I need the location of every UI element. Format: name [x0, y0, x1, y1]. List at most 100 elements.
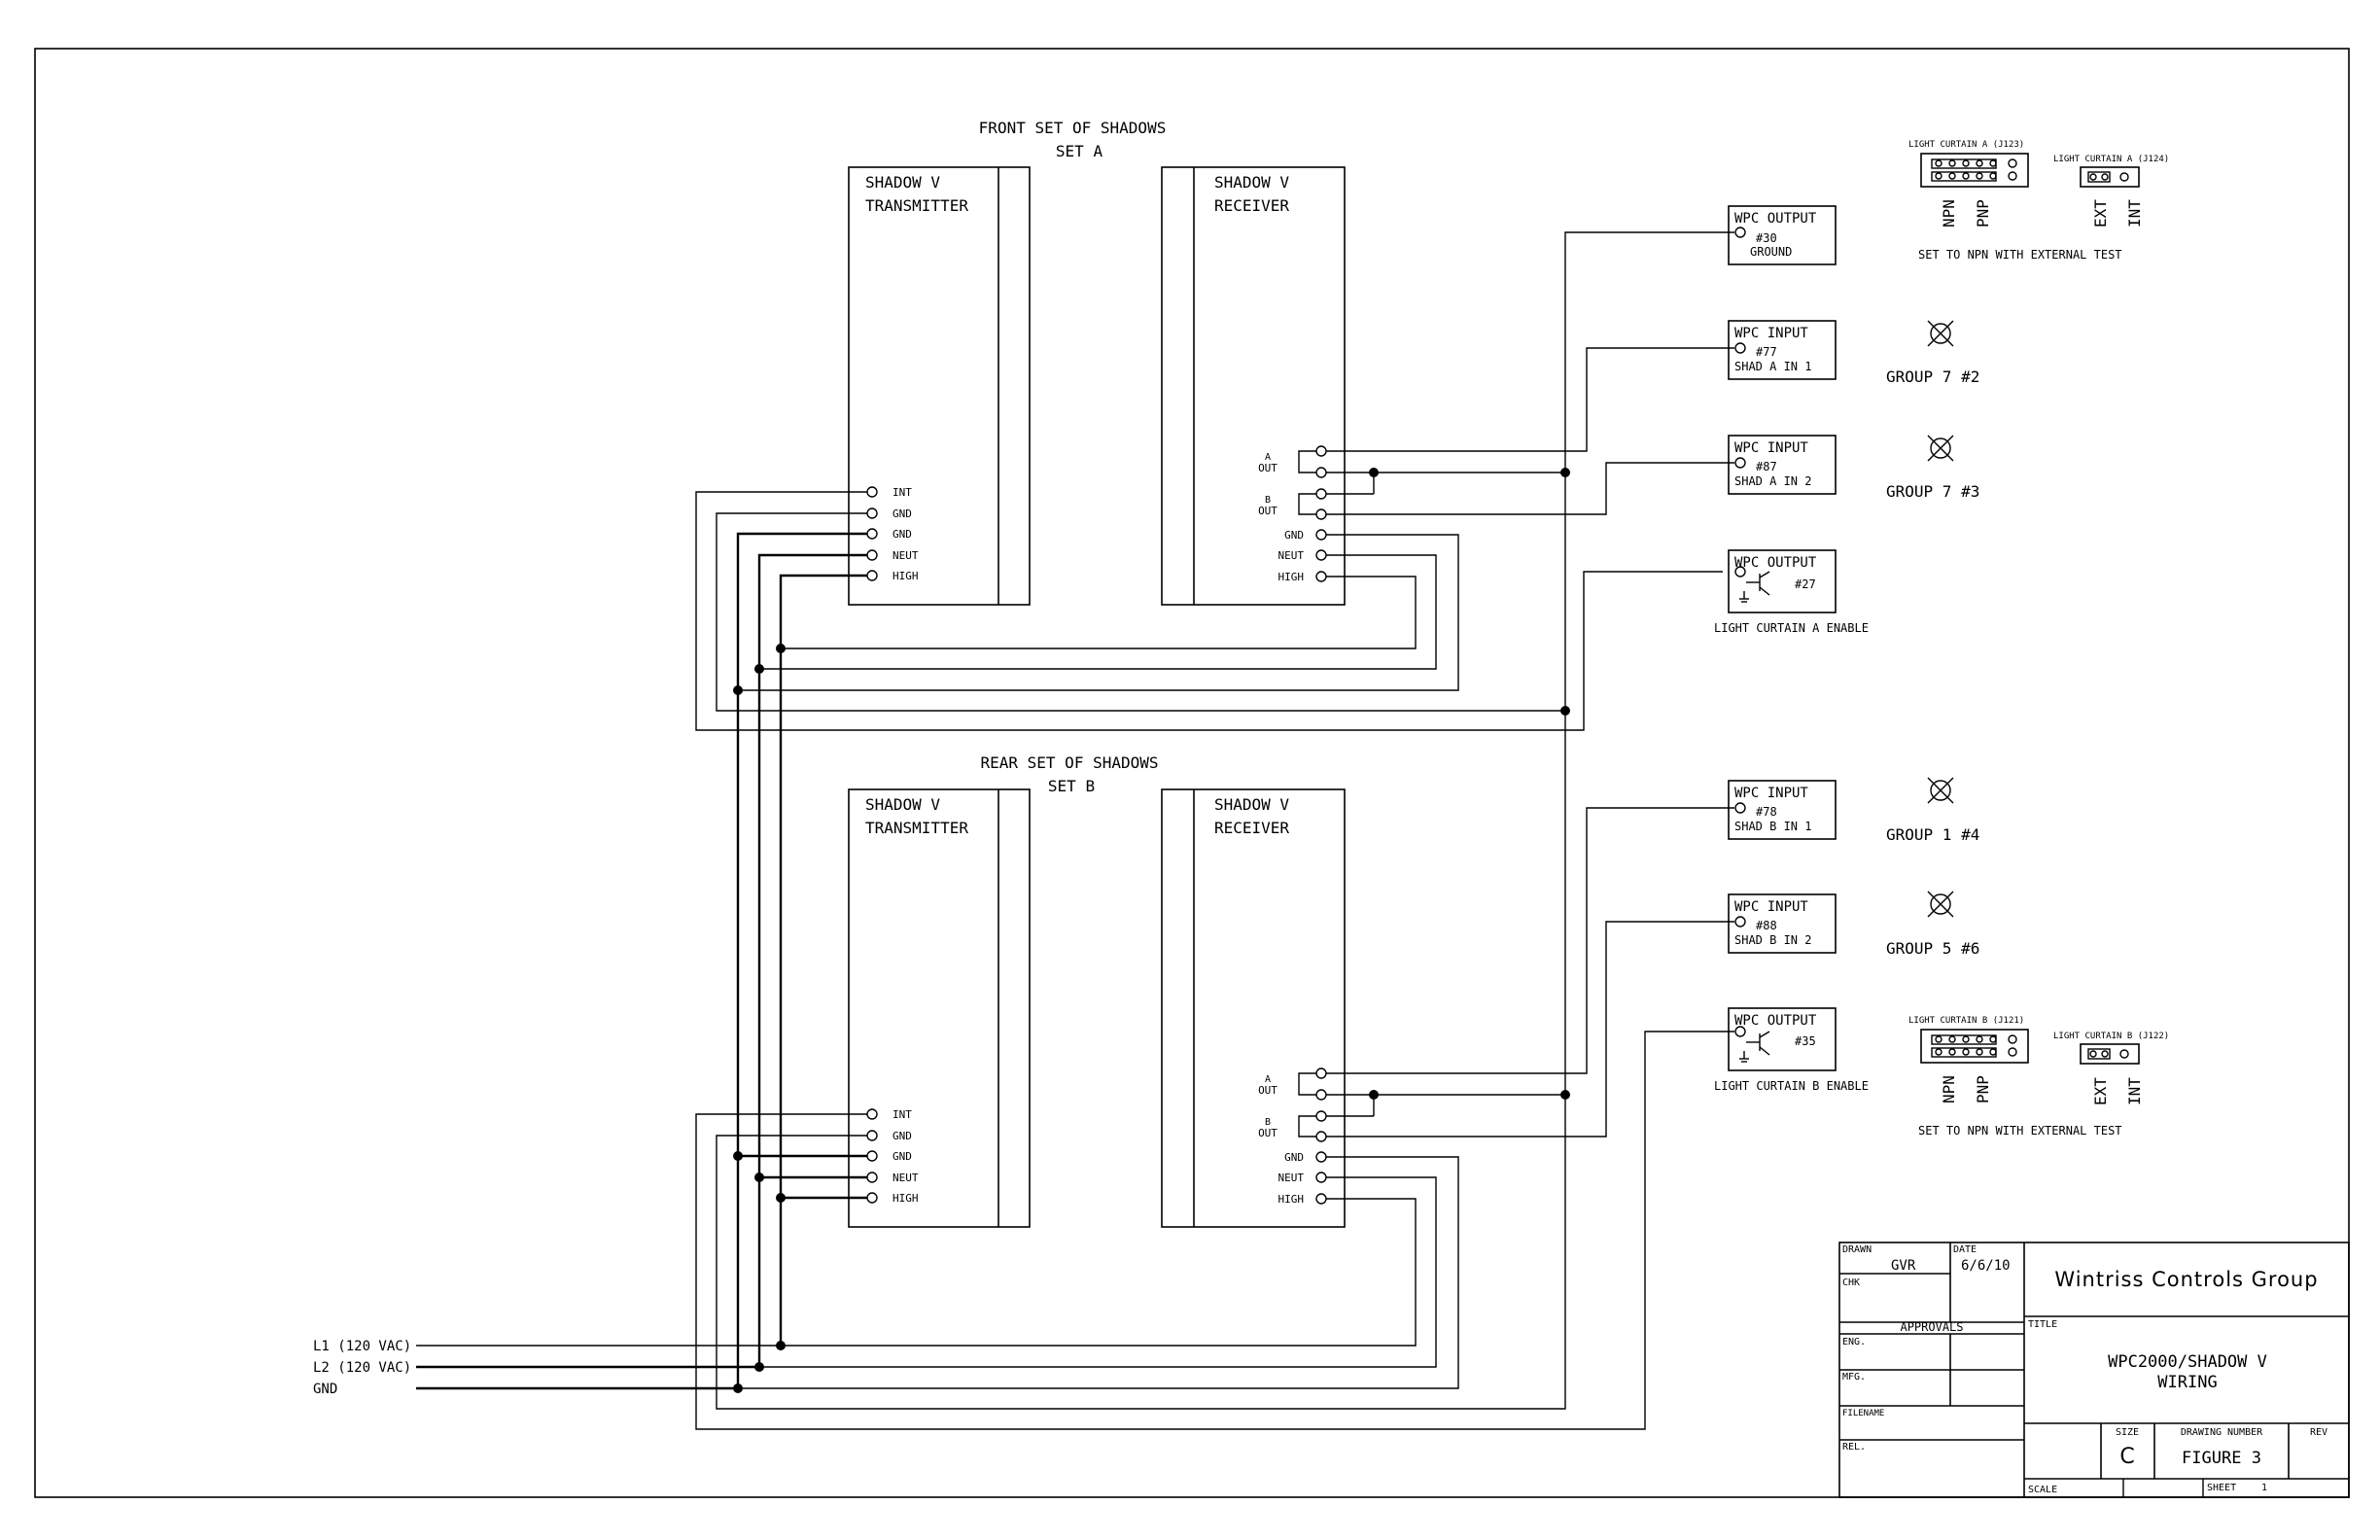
filename-label: FILENAME	[1842, 1409, 1884, 1418]
wpc-box-sub: SHAD B IN 2	[1734, 933, 1811, 947]
drawing-number-label: DRAWING NUMBER	[2181, 1427, 2263, 1438]
terminal-label-int: INT	[892, 1108, 912, 1121]
lamp-group-5-6: GROUP 5 #6	[1886, 891, 1979, 958]
junction-icon	[733, 1383, 743, 1393]
l1-label: L1 (120 VAC)	[313, 1339, 411, 1354]
int-label: INT	[2125, 1077, 2144, 1105]
sheet-label: SHEET	[2207, 1483, 2236, 1493]
a-out-label: A	[1265, 1074, 1271, 1085]
set-a-transmitter: SHADOW V TRANSMITTER INT GND GND NEUT HI…	[848, 166, 1031, 606]
approvals-label: APPROVALS	[1900, 1320, 1963, 1334]
terminal-icon	[1315, 488, 1327, 500]
wpc-input-77: WPC INPUT #77 SHAD A IN 1	[1728, 320, 1837, 380]
terminal-label-high: HIGH	[892, 570, 919, 582]
set-b-subtitle: SET B	[1048, 777, 1095, 795]
drawing-title-line1: WPC2000/SHADOW V	[2108, 1352, 2267, 1372]
wpc-box-number: #87	[1756, 460, 1777, 473]
light-curtain-a-enable-caption: LIGHT CURTAIN A ENABLE	[1714, 621, 1869, 635]
wpc-input-88: WPC INPUT #88 SHAD B IN 2	[1728, 893, 1837, 954]
set-b: REAR SET OF SHADOWS SET B SHADOW V TRANS…	[848, 753, 1346, 1228]
b-out-label: OUT	[1258, 1127, 1278, 1139]
terminal-icon	[866, 1150, 878, 1162]
date-label: DATE	[1953, 1244, 1977, 1255]
junction-icon	[754, 1362, 764, 1372]
junction-icon	[733, 1151, 743, 1161]
lamp-icon	[1927, 777, 1954, 804]
set-a: FRONT SET OF SHADOWS SET A SHADOW V TRAN…	[848, 119, 1346, 606]
lamp-group-7-3: GROUP 7 #3	[1886, 435, 1979, 501]
set-a-subtitle: SET A	[1056, 142, 1103, 160]
wpc-box-title: WPC INPUT	[1734, 786, 1808, 801]
rel-label: REL.	[1842, 1442, 1866, 1452]
set-b-transmitter-line1: SHADOW V	[865, 795, 940, 814]
lamp-label: GROUP 1 #4	[1886, 825, 1979, 844]
wpc-box-number: #88	[1756, 919, 1777, 932]
terminal-icon	[1734, 342, 1746, 354]
set-a-title: FRONT SET OF SHADOWS	[979, 119, 1167, 137]
wpc-box-number: #30	[1756, 231, 1777, 245]
junction-icon	[1369, 468, 1379, 477]
terminal-icon	[866, 528, 878, 540]
terminal-icon	[866, 1108, 878, 1120]
wpc-box-title: WPC INPUT	[1734, 440, 1808, 456]
drawing-number-value: FIGURE 3	[2182, 1449, 2261, 1468]
set-b-receiver-line1: SHADOW V	[1214, 795, 1289, 814]
terminal-icon	[1315, 445, 1327, 457]
npn-label: NPN	[1940, 199, 1958, 228]
ext-label: EXT	[2091, 199, 2110, 228]
terminal-icon	[1315, 1193, 1327, 1205]
terminal-icon	[1315, 1131, 1327, 1142]
wpc-input-78: WPC INPUT #78 SHAD B IN 1	[1728, 780, 1837, 840]
junction-icon	[754, 664, 764, 674]
lamp-label: GROUP 7 #2	[1886, 368, 1979, 386]
terminal-label-neut: NEUT	[1278, 549, 1305, 562]
set-b-transmitter-line2: TRANSMITTER	[865, 819, 968, 837]
wpc-box-sub: SHAD A IN 1	[1734, 360, 1811, 373]
int-wire-a	[695, 491, 1723, 731]
sheet-value: 1	[2261, 1483, 2267, 1493]
jumper-j123-label: LIGHT CURTAIN A (J123)	[1908, 140, 2024, 150]
jumper-j121-label: LIGHT CURTAIN B (J121)	[1908, 1016, 2024, 1026]
transistor-icon	[1739, 571, 1770, 603]
wpc-box-title: WPC INPUT	[1734, 899, 1808, 915]
pnp-label: PNP	[1974, 199, 1992, 228]
title-block: DRAWN GVR DATE 6/6/10 CHK APPROVALS ENG.…	[1838, 1242, 2350, 1498]
terminal-icon	[1734, 457, 1746, 469]
jumper-a-note: SET TO NPN WITH EXTERNAL TEST	[1918, 248, 2122, 262]
lamp-group-1-4: GROUP 1 #4	[1886, 777, 1979, 844]
a-out-label: A	[1265, 452, 1271, 463]
lamp-label: GROUP 7 #3	[1886, 482, 1979, 501]
scale-label: SCALE	[2028, 1485, 2057, 1495]
junction-icon	[1560, 1090, 1570, 1100]
wpc-input-87: WPC INPUT #87 SHAD A IN 2	[1728, 435, 1837, 495]
terminal-label-gnd: GND	[892, 508, 912, 520]
set-a-receiver-line1: SHADOW V	[1214, 173, 1289, 192]
set-a-transmitter-line2: TRANSMITTER	[865, 196, 968, 215]
wpc-box-title: WPC OUTPUT	[1734, 211, 1817, 227]
size-label: SIZE	[2116, 1427, 2139, 1438]
terminal-icon	[1734, 802, 1746, 814]
terminal-icon	[1734, 227, 1746, 238]
set-b-transmitter: SHADOW V TRANSMITTER INT GND GND NEUT HI…	[848, 788, 1031, 1228]
light-curtain-b-enable-caption: LIGHT CURTAIN B ENABLE	[1714, 1079, 1869, 1093]
terminal-label-neut: NEUT	[1278, 1172, 1305, 1184]
junction-icon	[1560, 706, 1570, 716]
terminal-icon	[866, 1172, 878, 1183]
wpc-box-sub: SHAD B IN 1	[1734, 820, 1811, 833]
wpc-box-number: #27	[1795, 578, 1816, 591]
jumper-light-curtain-b: LIGHT CURTAIN B (J121) NPN PNP LIGHT CUR…	[1908, 1016, 2169, 1138]
terminal-label-gnd: GND	[892, 1130, 912, 1142]
junction-icon	[754, 1172, 764, 1182]
terminal-icon	[1315, 508, 1327, 520]
terminal-label-gnd: GND	[1284, 529, 1304, 542]
power-labels: L1 (120 VAC) L2 (120 VAC) GND	[313, 1339, 411, 1397]
terminal-icon	[1315, 549, 1327, 561]
lamp-label: GROUP 5 #6	[1886, 939, 1979, 958]
chk-label: CHK	[1842, 1278, 1860, 1288]
terminal-icon	[866, 1130, 878, 1141]
junction-icon	[776, 644, 786, 653]
eng-label: ENG.	[1842, 1337, 1866, 1348]
junction-icon	[776, 1341, 786, 1350]
terminal-label-int: INT	[892, 486, 912, 499]
